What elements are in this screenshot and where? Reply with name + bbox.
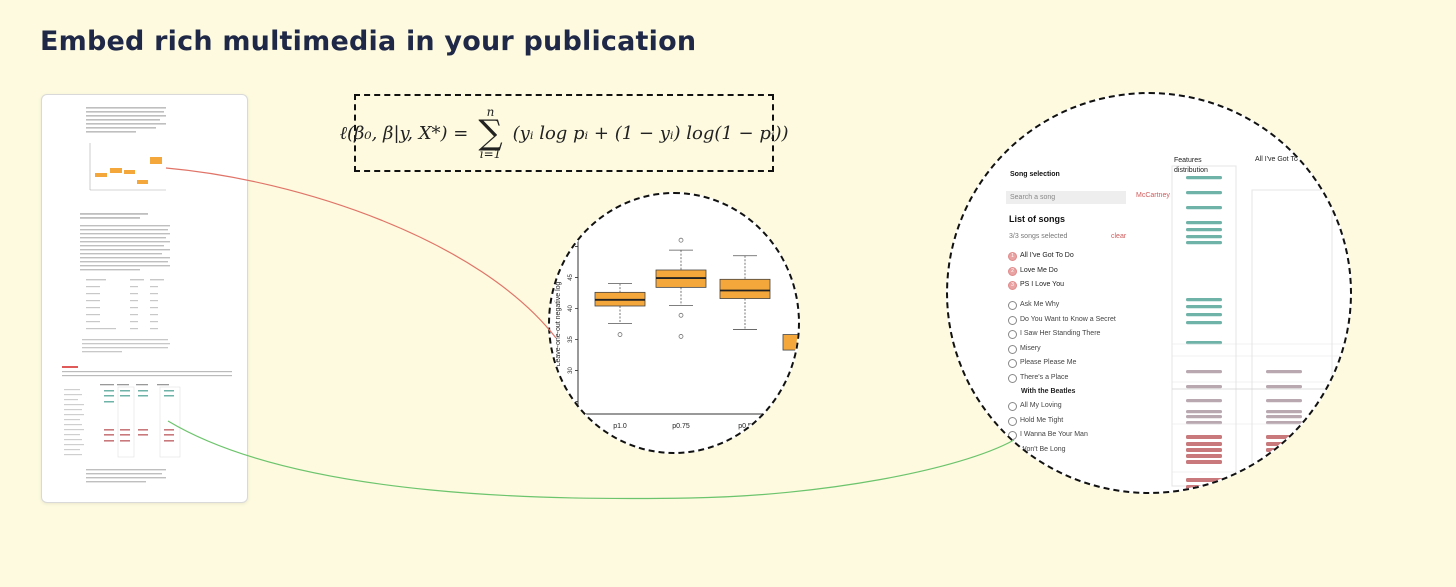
sum-lower-limit: i=1 bbox=[479, 147, 502, 161]
song-selection-label: Song selection bbox=[1010, 171, 1060, 178]
song-title: Won't Be Long bbox=[1020, 445, 1066, 453]
song-row[interactable]: Ask Me Why bbox=[1008, 301, 1060, 310]
artist-tag[interactable]: McCartney bbox=[1136, 192, 1170, 199]
song-title: Hold Me Tight bbox=[1020, 416, 1064, 424]
sum-upper-limit: n bbox=[486, 105, 495, 119]
y-tick-label: 40 bbox=[568, 304, 574, 311]
song-title: Misery bbox=[1020, 344, 1041, 352]
page-heading: Embed rich multimedia in your publicatio… bbox=[40, 26, 697, 57]
box bbox=[719, 278, 771, 299]
song-row[interactable]: Hold Me Tight bbox=[1008, 416, 1064, 426]
document-preview-graphic bbox=[62, 107, 232, 483]
song-row[interactable]: Please Please Me bbox=[1008, 359, 1077, 368]
select-circle-icon[interactable] bbox=[1008, 359, 1017, 368]
select-circle-icon[interactable] bbox=[1008, 431, 1017, 440]
green-connector bbox=[167, 420, 1015, 500]
x-tick-label: p0.75 bbox=[672, 423, 690, 430]
search-placeholder: Search a song bbox=[1010, 194, 1056, 201]
x-tick-label: p1.0 bbox=[613, 423, 627, 430]
selected-count: 3/3 songs selected bbox=[1009, 233, 1068, 240]
selected-number-badge: 1 bbox=[1008, 252, 1017, 261]
song-title: All I've Got To Do bbox=[1020, 252, 1074, 259]
song-title: I Saw Her Standing There bbox=[1020, 330, 1101, 337]
song-row[interactable]: Do You Want to Know a Secret bbox=[1008, 315, 1116, 325]
outlier-point bbox=[678, 312, 684, 318]
select-circle-icon[interactable] bbox=[1008, 445, 1017, 455]
outlier-point bbox=[678, 237, 684, 243]
column-header: All I've Got To bbox=[1255, 156, 1298, 163]
red-connector bbox=[165, 167, 557, 339]
song-title: Do You Want to Know a Secret bbox=[1020, 315, 1116, 323]
song-row[interactable]: I Saw Her Standing There bbox=[1008, 330, 1101, 339]
song-title: All My Loving bbox=[1020, 402, 1062, 409]
list-title: List of songs bbox=[1009, 214, 1065, 224]
x-tick-label: p0.5 bbox=[738, 423, 752, 430]
song-row[interactable]: There's a Place bbox=[1008, 373, 1069, 383]
song-title: Please Please Me bbox=[1020, 359, 1077, 366]
y-tick-label: 35 bbox=[568, 336, 574, 343]
formula-rhs: (yᵢ log pᵢ + (1 − yᵢ) log(1 − pᵢ)) bbox=[512, 122, 789, 144]
box-partial bbox=[782, 334, 798, 351]
select-circle-icon[interactable] bbox=[1008, 330, 1017, 339]
y-tick-label: 30 bbox=[568, 367, 574, 374]
song-title: I Wanna Be Your Man bbox=[1020, 431, 1088, 438]
y-tick-label: 45 bbox=[568, 273, 574, 280]
select-circle-icon[interactable] bbox=[1008, 373, 1017, 383]
document-thumbnail[interactable] bbox=[41, 94, 248, 503]
outlier-point bbox=[678, 334, 684, 339]
song-title: PS I Love You bbox=[1020, 281, 1064, 288]
selected-number-badge: 2 bbox=[1008, 266, 1017, 276]
song-title: Love Me Do bbox=[1020, 266, 1058, 274]
select-circle-icon[interactable] bbox=[1008, 315, 1017, 325]
y-axis-label: Leave-one-out negative log bbox=[555, 281, 562, 366]
song-title: Ask Me Why bbox=[1020, 301, 1060, 308]
search-input[interactable]: Search a song bbox=[1006, 191, 1126, 204]
outlier-point bbox=[617, 332, 623, 337]
clear-button[interactable]: clear bbox=[1111, 233, 1127, 240]
song-row[interactable]: Misery bbox=[1008, 344, 1041, 354]
select-circle-icon[interactable] bbox=[1008, 301, 1017, 310]
song-row[interactable]: All My Loving bbox=[1008, 402, 1062, 411]
summation-symbol: n ∑ i=1 bbox=[478, 105, 503, 161]
song-title: There's a Place bbox=[1020, 373, 1069, 381]
select-circle-icon[interactable] bbox=[1008, 402, 1017, 411]
math-formula-callout: ℓ(β₀, β|y, X*) = n ∑ i=1 (yᵢ log pᵢ + (1… bbox=[339, 94, 789, 172]
song-row[interactable]: Won't Be Long bbox=[1008, 445, 1066, 455]
selected-number-badge: 3 bbox=[1008, 281, 1017, 290]
select-circle-icon[interactable] bbox=[1008, 416, 1017, 426]
album-section-header: With the Beatles bbox=[1021, 388, 1076, 395]
song-row[interactable]: I Wanna Be Your Man bbox=[1008, 431, 1088, 440]
select-circle-icon[interactable] bbox=[1008, 344, 1017, 354]
formula-lhs: ℓ(β₀, β|y, X*) = bbox=[339, 122, 469, 144]
